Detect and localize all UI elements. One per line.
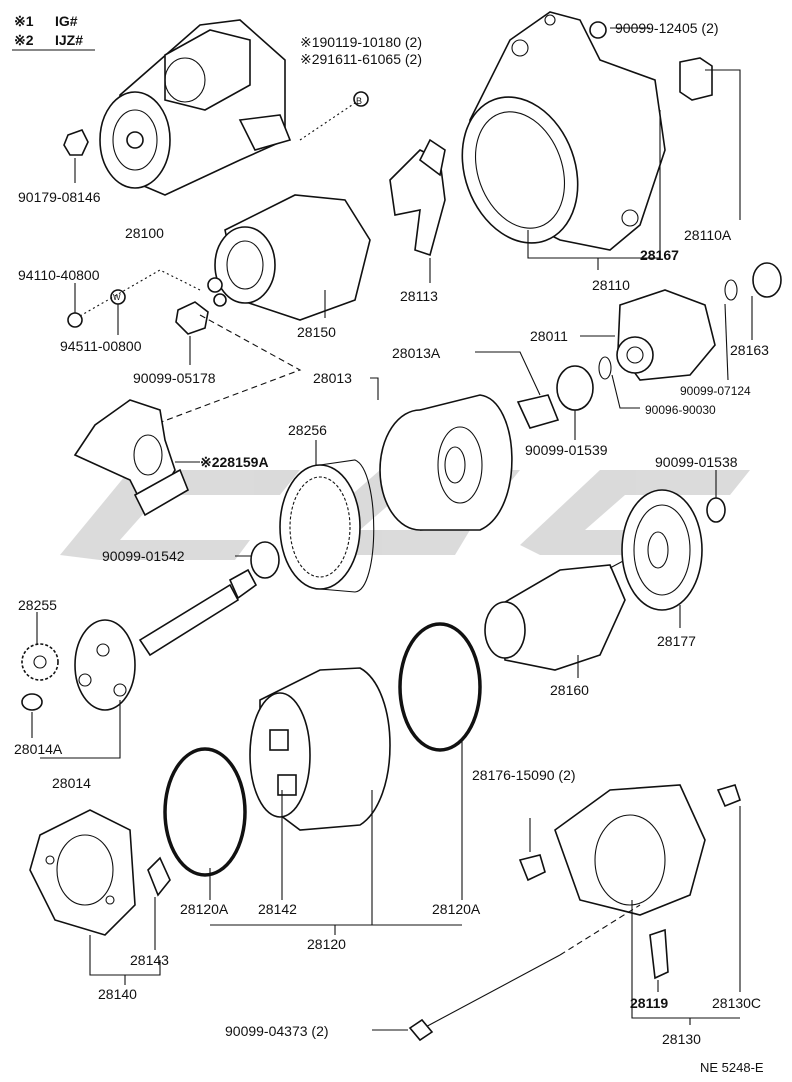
o-ring-28120a-right bbox=[398, 622, 482, 752]
starter-assembly bbox=[99, 19, 292, 196]
label-90099-01538: 90099-01538 bbox=[655, 454, 738, 470]
commutator-end-frame bbox=[554, 784, 706, 916]
label-90099-01539: 90099-01539 bbox=[525, 442, 608, 458]
label-28110a: 28110A bbox=[684, 227, 732, 243]
washer-90099-01542 bbox=[250, 541, 280, 579]
through-bolt bbox=[408, 904, 641, 1042]
brush-28119 bbox=[649, 928, 669, 980]
label-28011: 28011 bbox=[530, 328, 568, 344]
label-28014: 28014 bbox=[52, 775, 91, 791]
washer-90099-01538 bbox=[706, 497, 726, 523]
label-190119: ※190119-10180 (2) bbox=[300, 34, 422, 50]
legend: ※1 IG# ※2 IJZ# bbox=[12, 13, 95, 51]
field-yoke bbox=[249, 667, 391, 831]
label-28176-15090: 28176-15090 (2) bbox=[472, 767, 576, 783]
label-94511-00800: 94511-00800 bbox=[60, 338, 142, 354]
solenoid-switch bbox=[207, 194, 371, 321]
label-28120: 28120 bbox=[307, 936, 346, 952]
legend-text-1: IG# bbox=[55, 13, 78, 29]
label-90179-08146: 90179-08146 bbox=[18, 189, 101, 205]
part-labels: ※190119-10180 (2) ※291611-61065 (2) B 90… bbox=[14, 20, 769, 1075]
legend-mark-1: ※1 bbox=[14, 13, 34, 29]
label-28150: 28150 bbox=[297, 324, 336, 340]
label-90099-04373: 90099-04373 (2) bbox=[225, 1023, 329, 1039]
end-plate bbox=[621, 489, 703, 611]
bearing-28013a bbox=[516, 394, 560, 429]
ref-b: B bbox=[356, 96, 362, 106]
armature bbox=[484, 559, 626, 671]
label-28177: 28177 bbox=[657, 633, 696, 649]
bolt-90099-12405 bbox=[589, 21, 607, 39]
drive-lever bbox=[389, 138, 446, 257]
nut-90099-05178 bbox=[175, 301, 209, 335]
drive-fork bbox=[73, 399, 189, 517]
label-28014a: 28014A bbox=[14, 741, 63, 757]
planetary-carrier-shaft bbox=[74, 568, 258, 711]
label-28130c: 28130C bbox=[712, 995, 761, 1011]
label-28120a-left: 28120A bbox=[180, 901, 229, 917]
label-28255: 28255 bbox=[18, 597, 57, 613]
label-28013: 28013 bbox=[313, 370, 352, 386]
label-28130: 28130 bbox=[662, 1031, 701, 1047]
label-28013a: 28013A bbox=[392, 345, 441, 361]
bearing-28014a bbox=[21, 693, 43, 711]
label-28163: 28163 bbox=[730, 342, 769, 358]
brush-spring-28143 bbox=[147, 856, 171, 897]
label-28113: 28113 bbox=[400, 288, 438, 304]
label-90099-12405: 90099-12405 (2) bbox=[615, 20, 719, 36]
label-90096-90030: 90096-90030 bbox=[645, 403, 716, 417]
legend-mark-2: ※2 bbox=[14, 32, 34, 48]
brush-holder bbox=[29, 809, 136, 936]
bushing-28163 bbox=[752, 262, 782, 298]
bolt-90179-08146 bbox=[63, 129, 89, 156]
snap-ring-90099-07124 bbox=[724, 279, 738, 301]
label-28100: 28100 bbox=[125, 225, 164, 241]
reference-code: NE 5248-E bbox=[700, 1060, 764, 1075]
label-28110: 28110 bbox=[592, 277, 630, 293]
cap-28130c bbox=[716, 784, 741, 808]
label-28142: 28142 bbox=[258, 901, 297, 917]
internal-gear bbox=[279, 459, 375, 593]
label-90099-01542: 90099-01542 bbox=[102, 548, 185, 564]
bushing-28110a bbox=[679, 57, 713, 101]
o-ring-28120a-left bbox=[163, 747, 247, 877]
label-28167: 28167 bbox=[640, 247, 679, 263]
nut-94110-40800 bbox=[67, 312, 83, 328]
label-28140: 28140 bbox=[98, 986, 137, 1002]
starter-clutch bbox=[616, 289, 716, 381]
label-94110-40800: 94110-40800 bbox=[18, 267, 100, 283]
planetary-gear-28255 bbox=[21, 643, 59, 681]
starter-housing bbox=[461, 11, 666, 251]
ref-w: W bbox=[113, 293, 121, 302]
label-28143: 28143 bbox=[130, 952, 169, 968]
screw-28176-15090 bbox=[518, 854, 546, 882]
label-90099-05178: 90099-05178 bbox=[133, 370, 216, 386]
label-28119: 28119 bbox=[630, 995, 668, 1011]
label-90099-07124: 90099-07124 bbox=[680, 384, 751, 398]
label-28256: 28256 bbox=[288, 422, 327, 438]
label-291611: ※291611-61065 (2) bbox=[300, 51, 422, 67]
ring-gear-retainer bbox=[379, 394, 513, 531]
label-228159a: ※228159A bbox=[200, 454, 269, 470]
legend-text-2: IJZ# bbox=[55, 32, 83, 48]
label-28120a-right: 28120A bbox=[432, 901, 481, 917]
snap-ring-90096-90030 bbox=[598, 356, 612, 380]
label-28160: 28160 bbox=[550, 682, 589, 698]
washer-90099-01539 bbox=[556, 365, 594, 411]
